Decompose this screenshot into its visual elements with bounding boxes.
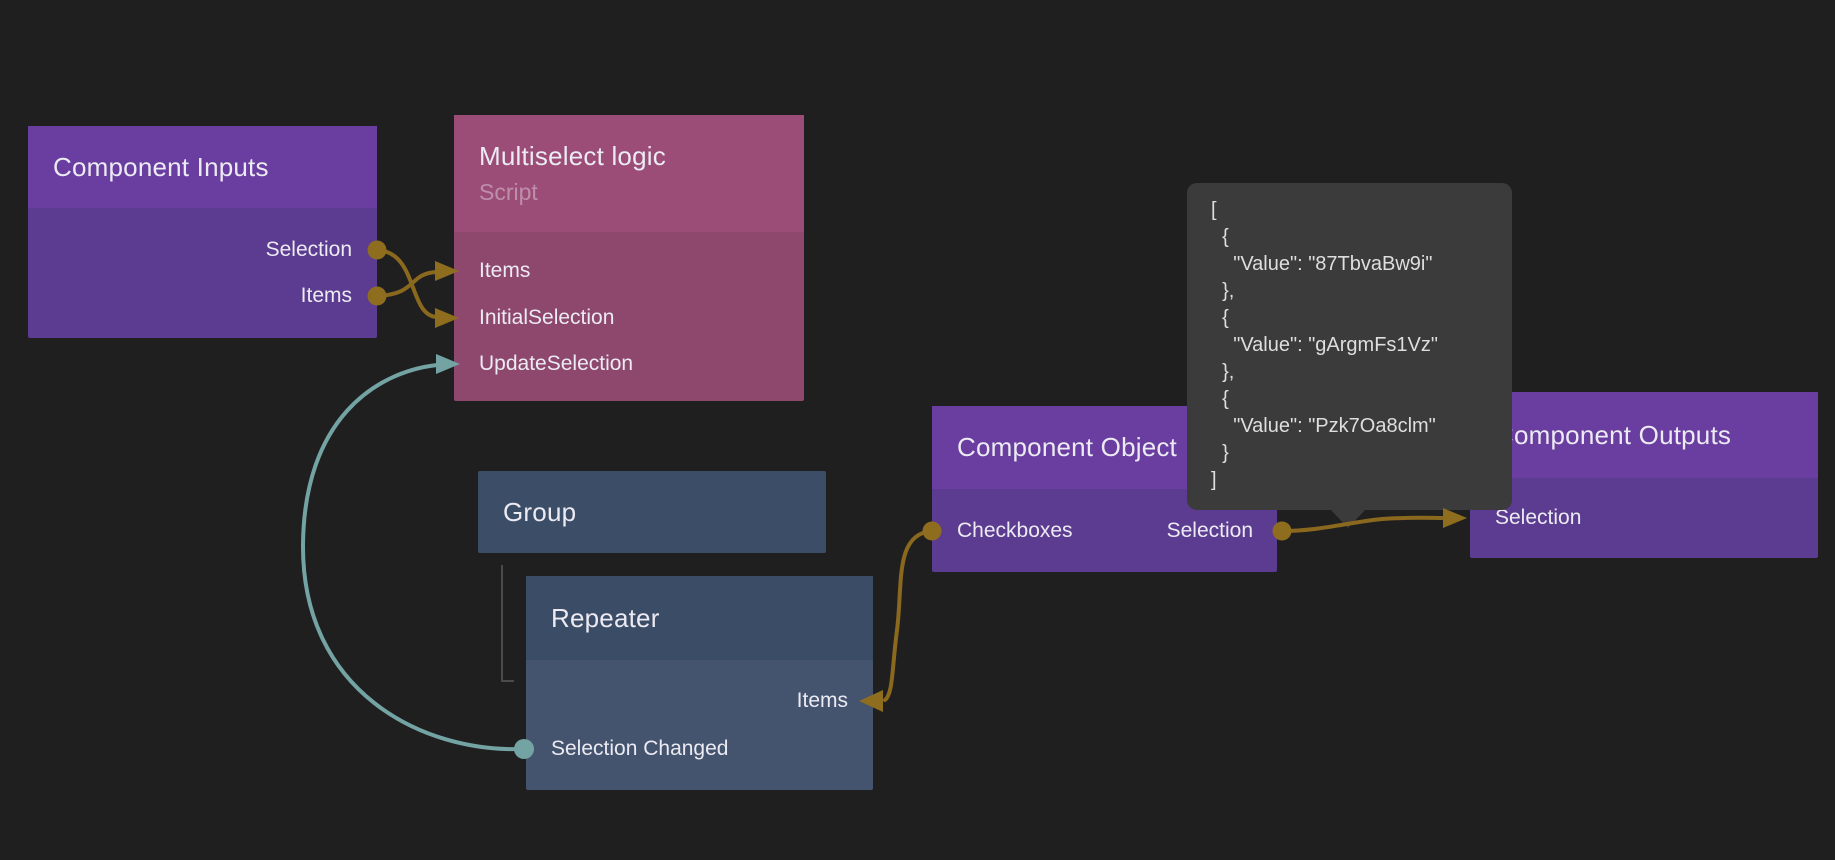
port-selection-input[interactable]: Selection bbox=[1470, 502, 1581, 534]
wire-selectionchanged-to-updateselection[interactable] bbox=[300, 363, 526, 752]
port-selection-output[interactable]: Selection bbox=[28, 234, 377, 266]
port-checkboxes-output[interactable]: Checkboxes bbox=[932, 515, 1105, 547]
node-title: Group bbox=[503, 496, 577, 527]
node-header: Repeater bbox=[526, 576, 873, 660]
port-label: Items bbox=[300, 284, 352, 307]
port-label: Selection bbox=[1166, 519, 1253, 542]
port-label: Checkboxes bbox=[957, 519, 1073, 542]
node-header: Multiselect logic Script bbox=[454, 115, 804, 232]
port-label: Items bbox=[796, 689, 848, 712]
tooltip-json-text: [ { "Value": "87TbvaBw9i" }, { "Value": … bbox=[1211, 199, 1438, 491]
node-header: Component Inputs bbox=[28, 126, 377, 208]
port-selection-output[interactable]: Selection bbox=[1105, 515, 1278, 547]
node-title: Component Outputs bbox=[1495, 419, 1732, 450]
tooltip-pointer-arrow bbox=[1330, 509, 1366, 528]
wire-items-to-items[interactable] bbox=[375, 270, 438, 298]
port-selection-changed-output[interactable]: Selection Changed bbox=[526, 733, 728, 765]
node-group[interactable]: Group bbox=[478, 471, 826, 553]
node-multiselect-logic[interactable]: Multiselect logic Script Items InitialSe… bbox=[454, 115, 804, 401]
node-title: Repeater bbox=[551, 602, 660, 633]
port-items-output[interactable]: Items bbox=[28, 280, 377, 312]
port-items-input[interactable]: Items bbox=[454, 255, 530, 287]
node-header: Component Outputs bbox=[1470, 392, 1818, 478]
node-subtitle: Script bbox=[479, 179, 538, 205]
hierarchy-line bbox=[501, 565, 514, 682]
port-label: Selection bbox=[265, 238, 352, 261]
value-preview-tooltip: [ { "Value": "87TbvaBw9i" }, { "Value": … bbox=[1187, 183, 1512, 510]
port-label: UpdateSelection bbox=[479, 352, 634, 375]
wire-checkboxes-to-items[interactable] bbox=[883, 529, 934, 702]
port-label: Selection bbox=[1495, 506, 1582, 529]
input-port-arrow-icon[interactable] bbox=[1443, 508, 1467, 528]
node-component-outputs[interactable]: Component Outputs Selection bbox=[1470, 392, 1818, 558]
port-initialselection-input[interactable]: InitialSelection bbox=[454, 302, 614, 334]
port-label: InitialSelection bbox=[479, 306, 615, 329]
node-component-inputs[interactable]: Component Inputs Selection Items bbox=[28, 126, 377, 338]
node-header: Group bbox=[478, 471, 826, 553]
port-items-input[interactable]: Items bbox=[526, 685, 873, 717]
node-title: Multiselect logic bbox=[479, 141, 666, 171]
port-updateselection-input[interactable]: UpdateSelection bbox=[454, 348, 633, 380]
port-label: Items bbox=[479, 259, 531, 282]
node-repeater[interactable]: Repeater Items Selection Changed bbox=[526, 576, 873, 790]
node-title: Component Object bbox=[957, 432, 1177, 462]
node-title: Component Inputs bbox=[53, 151, 269, 182]
wire-selection-to-initialselection[interactable] bbox=[375, 248, 438, 319]
port-label: Selection Changed bbox=[551, 737, 729, 760]
